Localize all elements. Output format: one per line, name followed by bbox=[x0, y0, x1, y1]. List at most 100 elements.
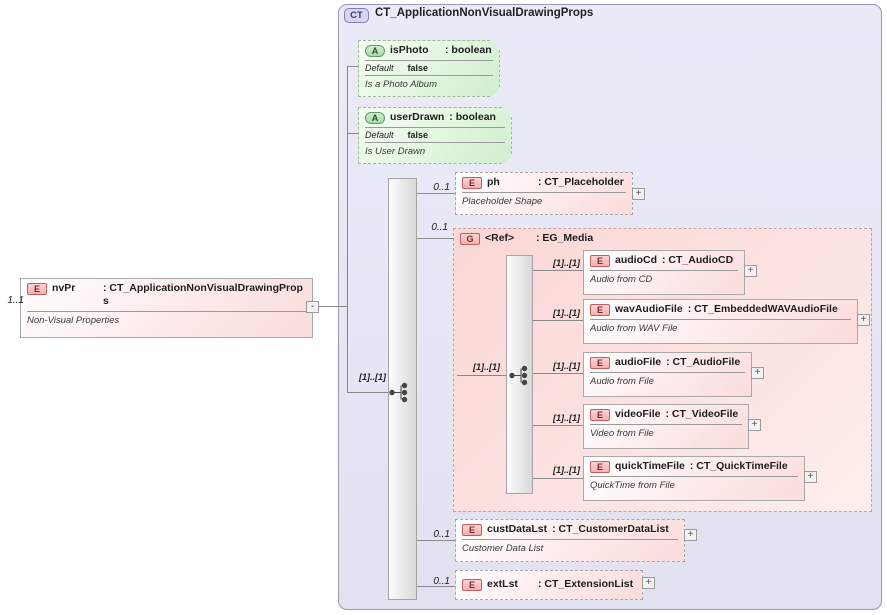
attribute-title-row: A userDrawn : boolean bbox=[359, 108, 511, 125]
element-type: : CT_ApplicationNonVisualDrawingProps bbox=[103, 282, 303, 307]
divider bbox=[590, 319, 851, 320]
divider bbox=[590, 270, 738, 271]
element-badge: E bbox=[462, 177, 482, 189]
element-box-videofile[interactable]: E videoFile : CT_VideoFile Video from Fi… bbox=[583, 404, 749, 449]
element-box-ph[interactable]: E ph : CT_Placeholder Placeholder Shape bbox=[455, 172, 633, 215]
attribute-type: : boolean bbox=[445, 44, 492, 56]
group-cardinality: 0..1 bbox=[431, 222, 448, 233]
element-box-quicktimefile[interactable]: E quickTimeFile : CT_QuickTimeFile Quick… bbox=[583, 456, 805, 501]
divider bbox=[365, 142, 505, 143]
element-box-extlst[interactable]: E extLst : CT_ExtensionList bbox=[455, 570, 643, 600]
expand-button[interactable]: + bbox=[751, 367, 764, 379]
divider bbox=[365, 75, 493, 76]
attribute-badge: A bbox=[365, 45, 385, 57]
element-title-row: E ph : CT_Placeholder bbox=[456, 173, 632, 190]
attribute-name: isPhoto bbox=[390, 44, 429, 56]
attribute-box-isphoto[interactable]: A isPhoto : boolean Default false Is a P… bbox=[358, 40, 500, 97]
expand-button[interactable]: + bbox=[804, 471, 817, 483]
attribute-title-row: A isPhoto : boolean bbox=[359, 41, 499, 58]
expand-button[interactable]: + bbox=[748, 419, 761, 431]
element-box-audiofile[interactable]: E audioFile : CT_AudioFile Audio from Fi… bbox=[583, 352, 752, 397]
element-box-nvpr[interactable]: E nvPr : CT_ApplicationNonVisualDrawingP… bbox=[20, 278, 313, 338]
expand-button[interactable]: + bbox=[684, 529, 697, 541]
element-name: quickTimeFile bbox=[615, 460, 685, 472]
expand-button[interactable]: + bbox=[632, 188, 645, 200]
element-annotation: Non-Visual Properties bbox=[27, 315, 120, 326]
element-cardinality: 0..1 bbox=[433, 182, 450, 193]
group-name: <Ref> bbox=[485, 232, 515, 244]
expand-button[interactable]: + bbox=[744, 265, 757, 277]
element-badge: E bbox=[590, 409, 610, 421]
complex-type-badge: CT bbox=[344, 8, 369, 23]
element-annotation: QuickTime from File bbox=[590, 480, 675, 491]
element-name: nvPr bbox=[52, 282, 76, 294]
divider bbox=[462, 539, 678, 540]
attribute-box-userdrawn[interactable]: A userDrawn : boolean Default false Is U… bbox=[358, 107, 512, 164]
element-name: custDataLst bbox=[487, 523, 548, 535]
element-occurrence: [1]..[1] bbox=[553, 361, 580, 371]
element-title-row: E custDataLst : CT_CustomerDataList bbox=[456, 520, 684, 537]
divider bbox=[365, 127, 505, 128]
element-name: ph bbox=[487, 176, 500, 188]
element-title-row: E nvPr : CT_ApplicationNonVisualDrawingP… bbox=[21, 279, 312, 309]
element-name: videoFile bbox=[615, 408, 661, 420]
element-occurrence: [1]..[1] bbox=[553, 465, 580, 475]
element-badge: E bbox=[590, 304, 610, 316]
default-value: false bbox=[407, 130, 429, 140]
element-title-row: E audioFile : CT_AudioFile bbox=[584, 353, 751, 370]
source-cardinality: 1..1 bbox=[7, 295, 24, 306]
divider bbox=[365, 60, 493, 61]
element-annotation: Audio from WAV File bbox=[590, 323, 678, 334]
attribute-type: : boolean bbox=[449, 111, 496, 123]
default-value: false bbox=[407, 63, 429, 73]
element-type: : CT_VideoFile bbox=[665, 408, 739, 420]
element-type: : CT_AudioCD bbox=[662, 254, 734, 266]
element-cardinality: 0..1 bbox=[433, 576, 450, 587]
element-title-row: E extLst : CT_ExtensionList bbox=[456, 571, 642, 592]
attribute-annotation: Is a Photo Album bbox=[365, 79, 437, 90]
element-title-row: E videoFile : CT_VideoFile bbox=[584, 405, 748, 422]
element-title-row: E wavAudioFile : CT_EmbeddedWAVAudioFile bbox=[584, 300, 857, 317]
group-badge: G bbox=[460, 233, 480, 245]
group-type: : EG_Media bbox=[536, 232, 594, 244]
element-annotation: Video from File bbox=[590, 428, 654, 439]
element-occurrence: [1]..[1] bbox=[553, 308, 580, 318]
element-occurrence: [1]..[1] bbox=[553, 413, 580, 423]
collapse-button[interactable]: - bbox=[306, 301, 319, 313]
divider bbox=[590, 476, 798, 477]
element-type: : CT_EmbeddedWAVAudioFile bbox=[687, 303, 838, 315]
element-annotation: Audio from File bbox=[590, 376, 654, 387]
element-title-row: E audioCd : CT_AudioCD bbox=[584, 251, 744, 268]
element-box-wavaudiofile[interactable]: E wavAudioFile : CT_EmbeddedWAVAudioFile… bbox=[583, 299, 858, 344]
element-type: : CT_ExtensionList bbox=[538, 578, 634, 590]
divider bbox=[27, 311, 306, 312]
complex-type-title: CT_ApplicationNonVisualDrawingProps bbox=[375, 7, 594, 19]
default-label: Default bbox=[365, 63, 394, 73]
element-name: audioFile bbox=[615, 356, 662, 368]
choice-icon bbox=[509, 365, 528, 386]
sequence-compositor-bar bbox=[388, 178, 417, 600]
default-label: Default bbox=[365, 130, 394, 140]
element-badge: E bbox=[462, 524, 482, 536]
element-type: : CT_CustomerDataList bbox=[552, 523, 669, 535]
sequence-icon bbox=[389, 382, 408, 403]
attribute-name: userDrawn bbox=[390, 111, 445, 123]
element-badge: E bbox=[590, 461, 610, 473]
attribute-badge: A bbox=[365, 112, 385, 124]
element-box-audiocd[interactable]: E audioCd : CT_AudioCD Audio from CD bbox=[583, 250, 745, 295]
element-title-row: E quickTimeFile : CT_QuickTimeFile bbox=[584, 457, 804, 474]
element-badge: E bbox=[590, 357, 610, 369]
element-name: audioCd bbox=[615, 254, 657, 266]
element-cardinality: 0..1 bbox=[433, 529, 450, 540]
choice-occurrence: [1]..[1] bbox=[473, 362, 500, 372]
divider bbox=[590, 372, 745, 373]
element-box-custdatalst[interactable]: E custDataLst : CT_CustomerDataList Cust… bbox=[455, 519, 685, 562]
expand-button[interactable]: + bbox=[642, 577, 655, 589]
element-occurrence: [1]..[1] bbox=[553, 258, 580, 268]
attribute-annotation: Is User Drawn bbox=[365, 146, 426, 157]
default-row: Default false bbox=[359, 128, 511, 140]
expand-button[interactable]: + bbox=[857, 314, 870, 326]
connector-lines bbox=[319, 66, 584, 587]
group-title-row: G <Ref> : EG_Media bbox=[454, 229, 871, 246]
